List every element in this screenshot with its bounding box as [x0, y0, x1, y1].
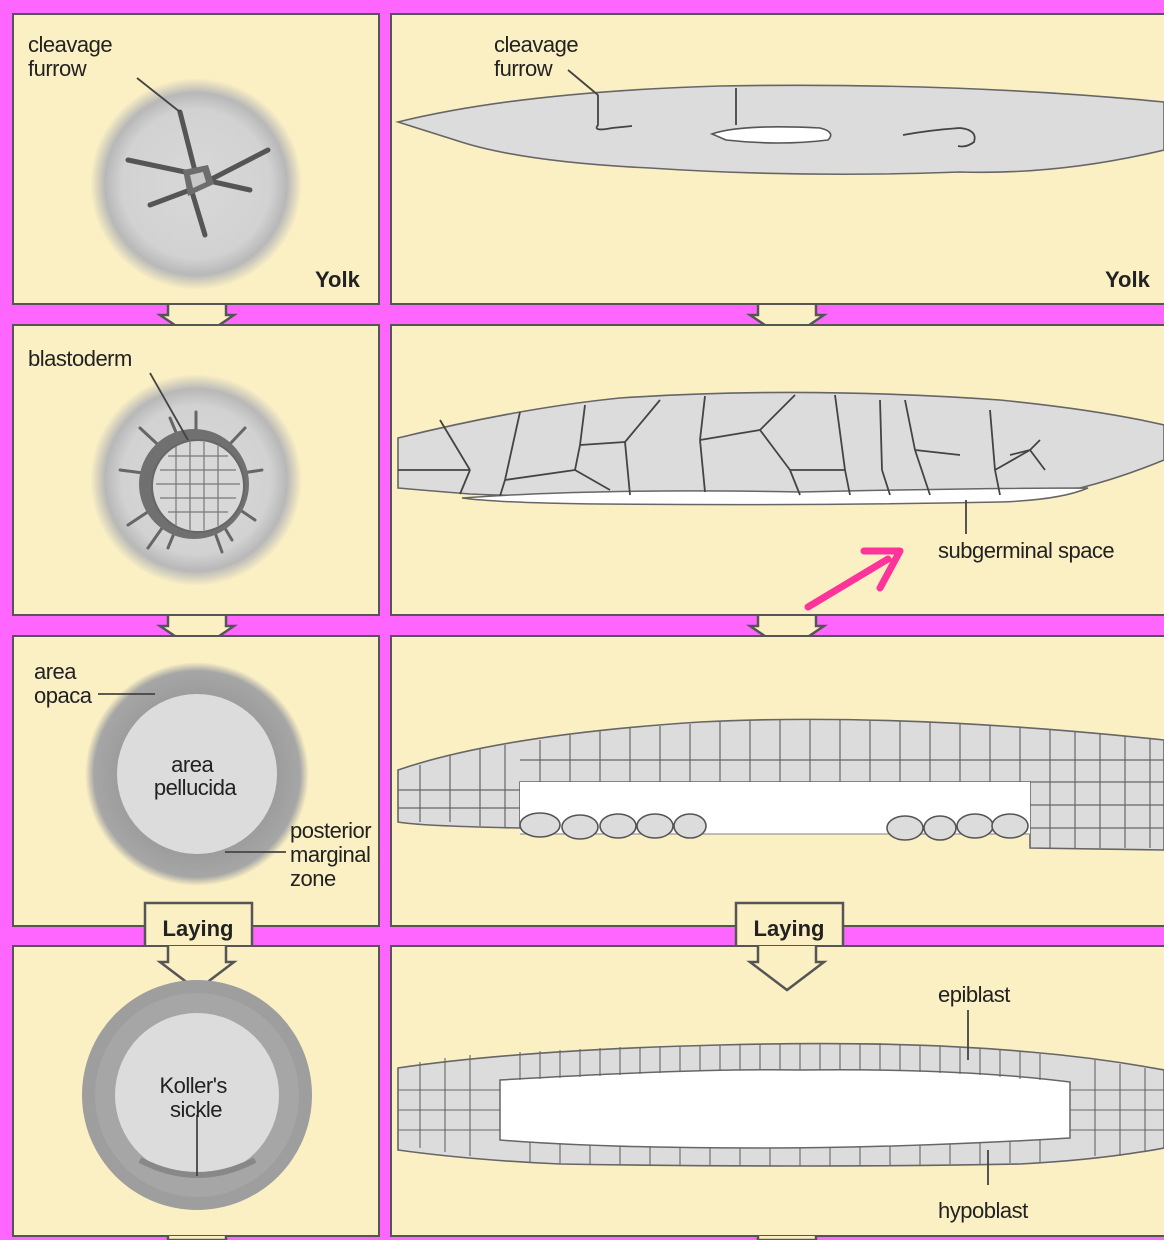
- laying-left-label: Laying: [163, 916, 234, 941]
- blastoderm-disc: [90, 374, 302, 586]
- early-cleavage-disc: [90, 78, 302, 290]
- laying-right-label: Laying: [754, 916, 825, 941]
- epiblast-hypoblast-cross-section: [398, 1043, 1164, 1166]
- kollers-sickle-label: Koller's sickle: [159, 1073, 232, 1122]
- subgerminal-space-label: subgerminal space: [938, 538, 1114, 563]
- hypoblast-label: hypoblast: [938, 1198, 1028, 1223]
- yolk-right-label: Yolk: [1105, 267, 1151, 292]
- down-arrow-right-4: [758, 1236, 816, 1240]
- down-arrow-left-4: [168, 1236, 226, 1240]
- epiblast-label: epiblast: [938, 982, 1010, 1007]
- yolk-left-label: Yolk: [315, 267, 361, 292]
- blastoderm-label: blastoderm: [28, 346, 132, 371]
